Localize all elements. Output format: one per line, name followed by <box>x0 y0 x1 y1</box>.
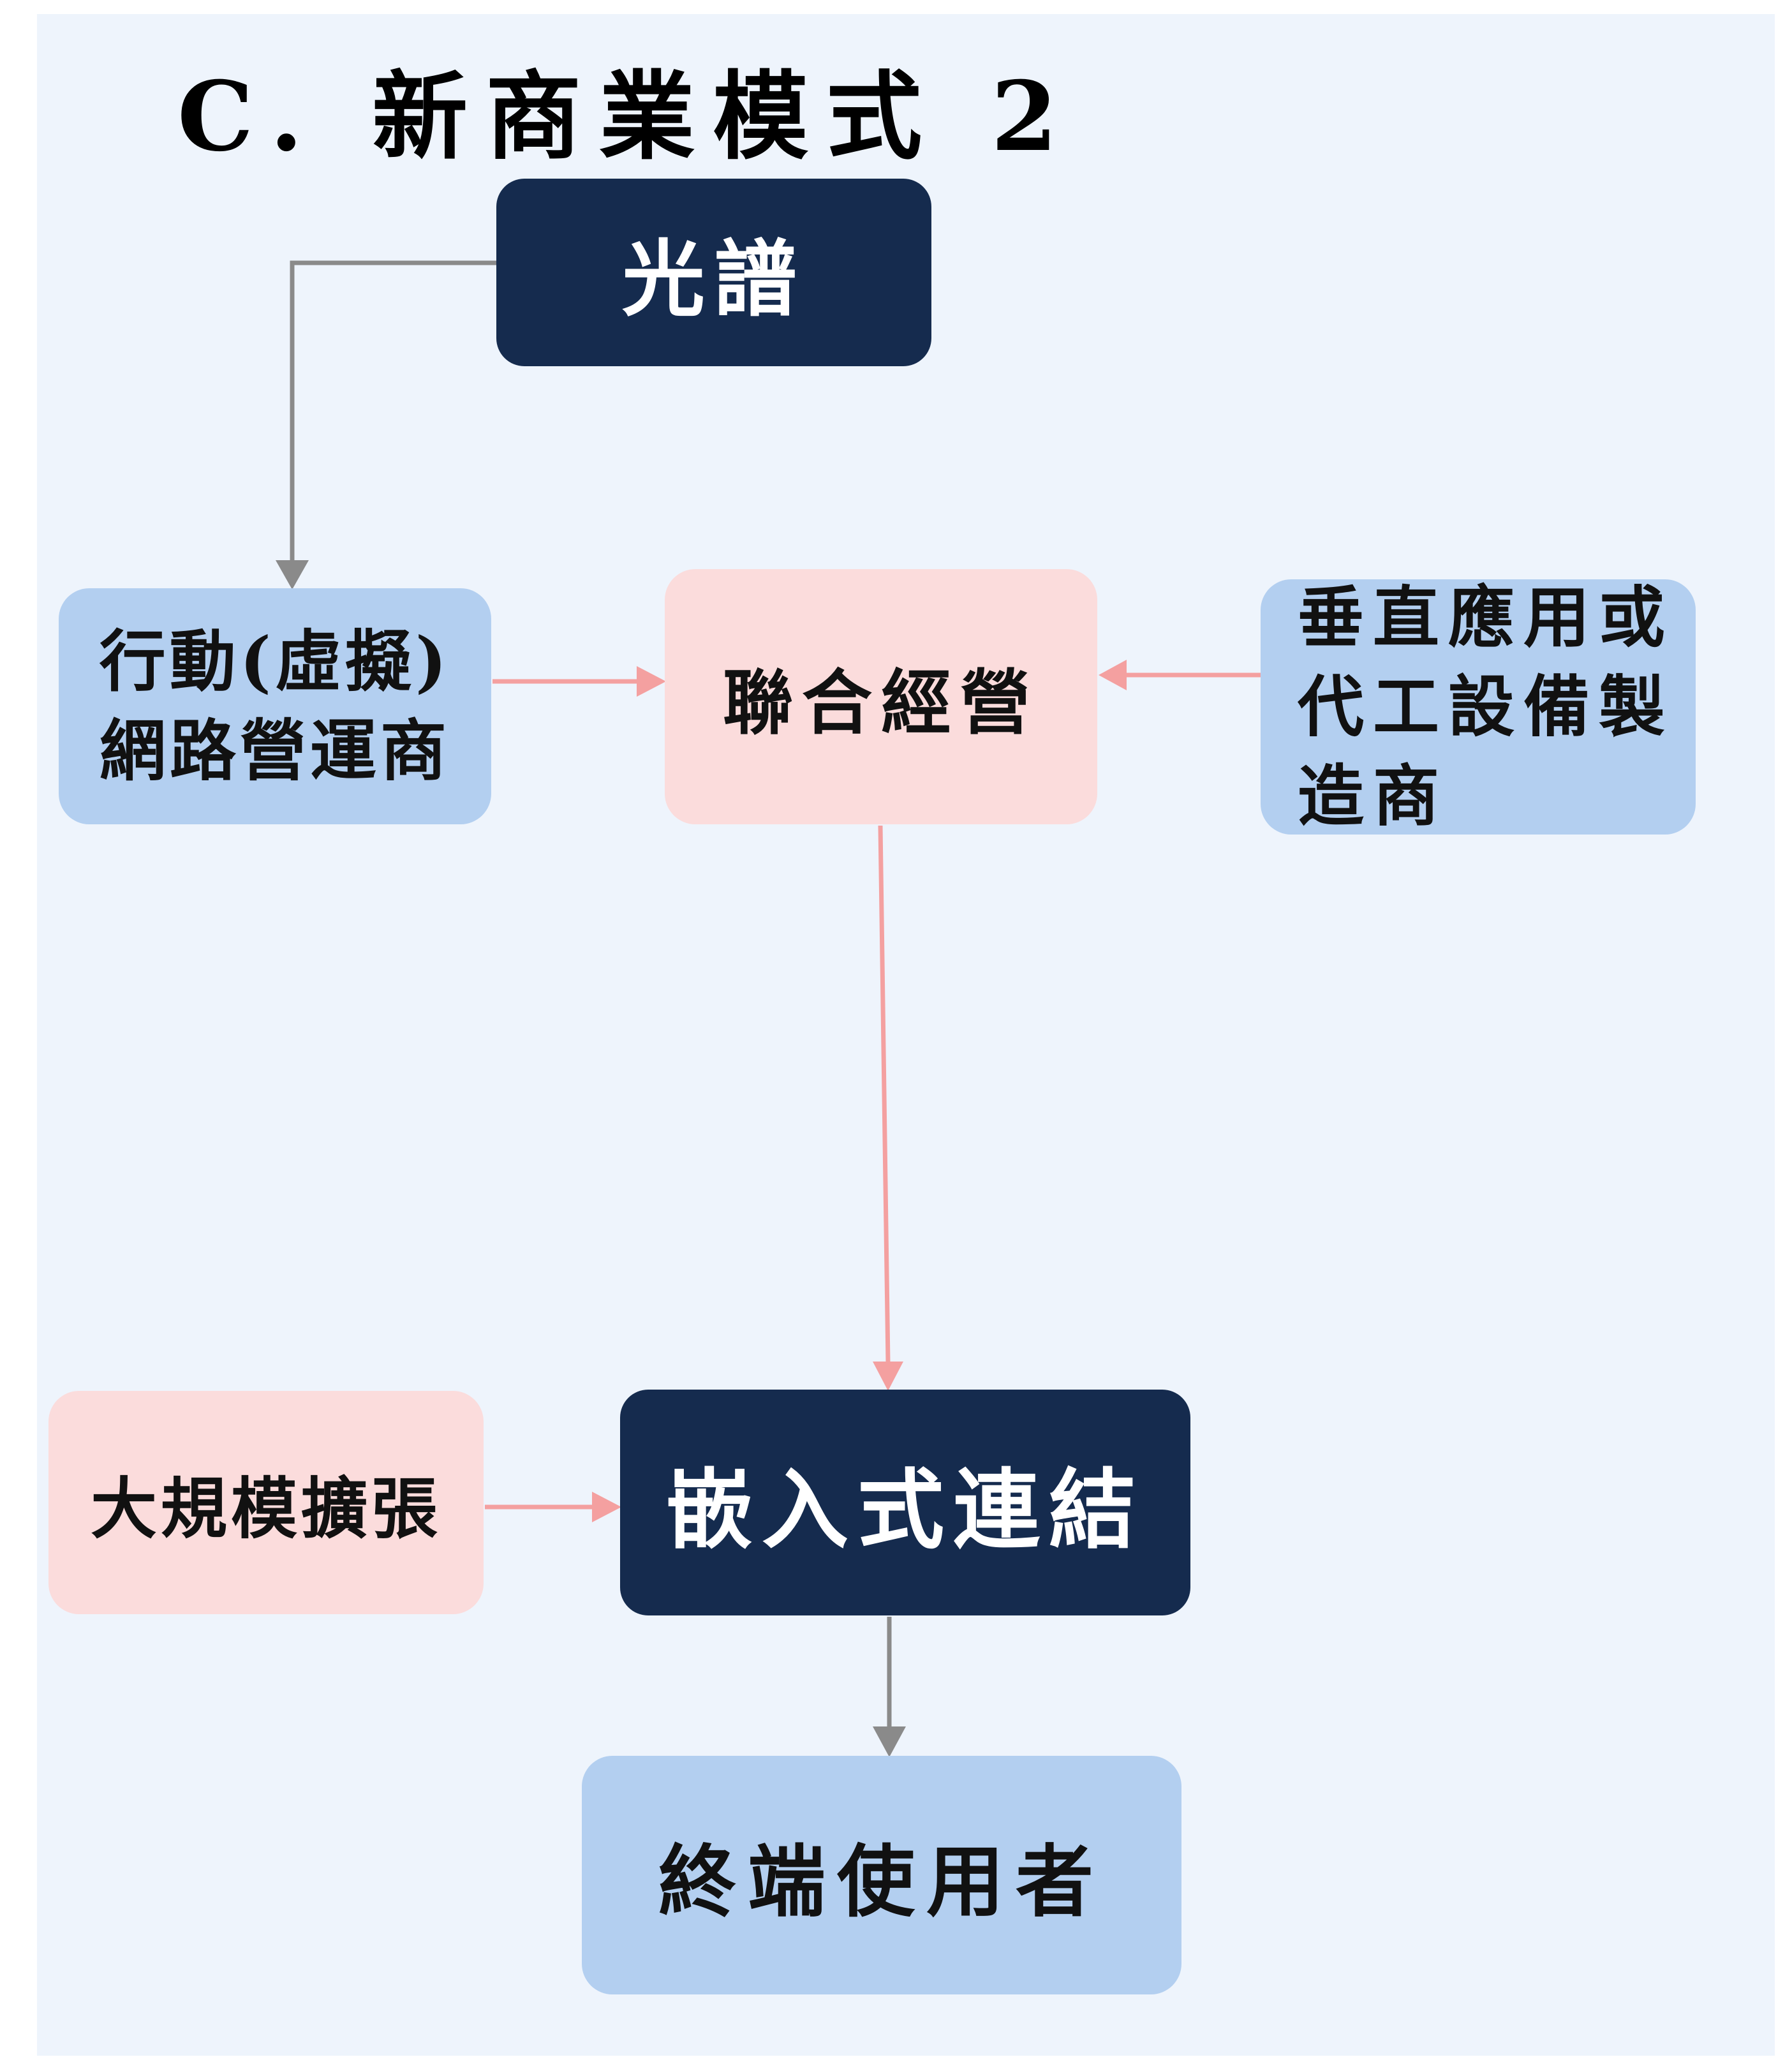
node-vertical-label-line2: 代工設備製 <box>1298 667 1675 746</box>
arrowhead-vertical-to-joint <box>1099 660 1127 690</box>
node-joint-label: 聯合經營 <box>723 662 1039 744</box>
node-vertical-label-line1: 垂直應用或 <box>1298 578 1675 657</box>
edge-spectrum-to-mno <box>290 260 496 560</box>
node-mobile-network-operator: 行動(虛擬) 網路營運商 <box>59 588 491 824</box>
arrowhead-spectrum-to-mno <box>276 560 309 590</box>
node-mno-label-line2: 網路營運商 <box>99 711 450 790</box>
node-end-user: 終端使用者 <box>582 1756 1181 1994</box>
diagram-title: C. 新商業模式 2 <box>177 61 1076 173</box>
arrowhead-mno-to-joint <box>637 666 666 697</box>
node-vertical-oem: 垂直應用或 代工設備製 造商 <box>1261 578 1696 835</box>
node-mno-label-line1: 行動(虛擬) <box>99 622 451 701</box>
node-vertical-label-line3: 造商 <box>1298 757 1449 835</box>
arrowhead-joint-to-embedded <box>873 1362 903 1391</box>
node-enduser-label: 終端使用者 <box>658 1835 1105 1927</box>
node-spectrum-label: 光譜 <box>621 230 806 328</box>
arrowhead-scale-to-embedded <box>592 1492 621 1522</box>
arrowhead-embedded-to-enduser <box>873 1726 906 1757</box>
node-embedded-connection: 嵌入式連結 <box>620 1390 1190 1615</box>
node-embedded-label: 嵌入式連結 <box>666 1459 1144 1561</box>
node-large-scale-expansion: 大規模擴張 <box>48 1391 484 1614</box>
node-joint-operation: 聯合經營 <box>665 569 1097 824</box>
node-scale-label: 大規模擴張 <box>90 1469 441 1548</box>
edge-joint-to-embedded <box>878 825 891 1363</box>
node-spectrum: 光譜 <box>496 179 931 366</box>
